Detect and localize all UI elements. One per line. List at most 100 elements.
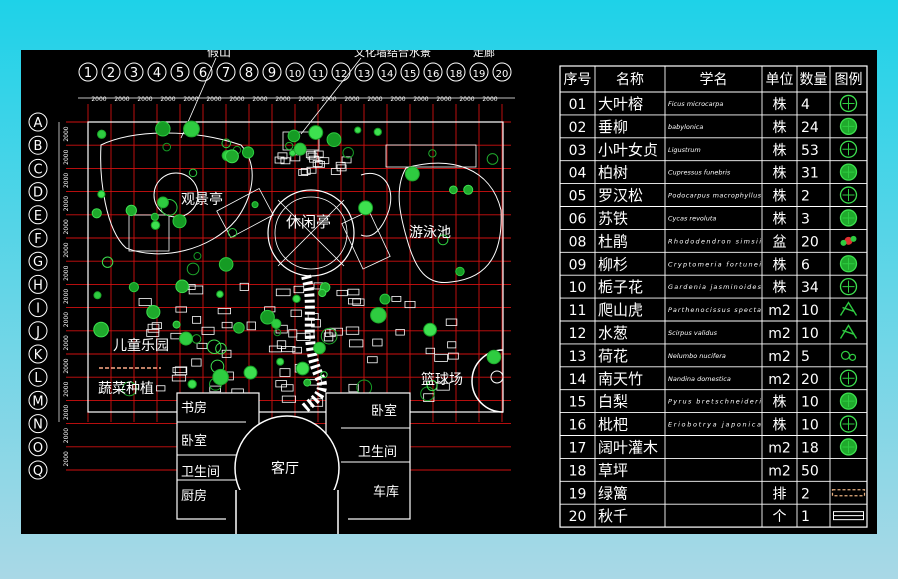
stepping-stone — [336, 164, 347, 172]
site-boundary — [87, 121, 504, 413]
legend-name: 小叶女贞 — [598, 141, 658, 159]
stepping-stone — [156, 385, 166, 392]
stepping-stone — [290, 309, 302, 318]
row-axis-label: K — [34, 348, 43, 363]
row-axis-bubble — [28, 112, 48, 132]
column-axis-bubble — [285, 62, 305, 82]
stepping-stone — [311, 319, 321, 328]
label-bedroom-left: 卧室 — [181, 433, 207, 449]
dimension-label: 2000 — [63, 265, 70, 280]
tree-symbol — [212, 368, 229, 386]
stepping-stone — [367, 356, 378, 364]
stepping-stone — [423, 393, 435, 402]
dimension-label: 2000 — [63, 289, 70, 304]
dimension-label: 2000 — [183, 96, 198, 103]
legend-unit: 株 — [773, 166, 787, 182]
tree-symbol — [191, 334, 202, 344]
legend-unit: m2 — [768, 303, 791, 319]
row-axis-label: F — [34, 232, 41, 247]
tree-symbol — [186, 262, 200, 276]
dimension-label: 2000 — [321, 96, 336, 103]
legend-unit: m2 — [768, 463, 791, 479]
planting-symbols — [91, 120, 502, 402]
label-corridor: 走廊 — [473, 50, 495, 59]
legend-unit: 株 — [773, 257, 787, 273]
column-axis-label: 15 — [404, 69, 417, 80]
column-axis-bubble — [124, 62, 144, 82]
row-axis-label: I — [36, 302, 40, 317]
stepping-stone — [292, 346, 302, 354]
tree-symbol — [358, 200, 374, 216]
legend-no: 03 — [569, 143, 587, 159]
tree-symbol — [308, 125, 324, 140]
tree-symbol — [146, 304, 161, 320]
legend-qty: 10 — [801, 395, 819, 411]
legend-qty: 24 — [801, 120, 819, 136]
column-axis-label: 18 — [450, 69, 463, 80]
column-axis-label: 7 — [222, 66, 230, 81]
stepping-stone — [196, 342, 208, 349]
swing-icon — [833, 511, 864, 521]
row-axis-label: E — [34, 209, 42, 224]
legend-no: 04 — [569, 166, 587, 182]
stepping-stone — [221, 321, 233, 329]
tree-symbol — [342, 146, 354, 159]
column-axis-label: 5 — [176, 66, 184, 81]
stepping-stone — [395, 329, 405, 336]
tree-symbol — [423, 322, 438, 337]
row-axis-bubble — [28, 437, 48, 457]
legend-qty: 3 — [801, 212, 810, 228]
dimension-label: 2000 — [63, 312, 70, 327]
tree-symbol — [428, 149, 437, 158]
legend-latin: Nandina domestica — [668, 375, 731, 383]
site-features — [87, 121, 504, 414]
legend-unit: 盆 — [773, 234, 787, 250]
tree-symbol — [243, 365, 258, 380]
leader-line — [300, 57, 362, 135]
tree-symbol — [172, 214, 187, 229]
stepping-stones — [138, 150, 459, 407]
stepping-stone — [434, 353, 448, 362]
legend-qty: 20 — [801, 234, 819, 250]
legend-no: 15 — [569, 395, 587, 411]
label-bedroom-right: 卧室 — [371, 403, 397, 419]
legend-no: 11 — [569, 303, 587, 319]
legend-latin: Podocarpus macrophyllus — [668, 192, 762, 200]
tree-symbol — [373, 127, 382, 137]
column-axis-bubble — [469, 62, 489, 82]
tree-symbol — [463, 184, 474, 195]
dimension-label: 2000 — [63, 358, 70, 373]
dimension-label: 2000 — [390, 96, 405, 103]
stepping-stone — [310, 398, 324, 407]
dimension-label: 2000 — [459, 96, 474, 103]
legend-no: 19 — [569, 486, 587, 502]
dimension-label: 2000 — [63, 149, 70, 164]
legend-name: 南天竹 — [598, 370, 643, 388]
label-kitchen: 厨房 — [181, 488, 207, 504]
stepping-stone — [341, 156, 352, 164]
legend-name: 爬山虎 — [598, 301, 643, 319]
cycad-icon — [839, 209, 858, 227]
dimension-label: 2000 — [137, 96, 152, 103]
tree-symbol — [437, 234, 449, 246]
tree-symbol — [225, 149, 239, 164]
row-axis-label: A — [34, 116, 43, 131]
label-living: 客厅 — [271, 460, 299, 477]
shrub-icon — [839, 140, 858, 158]
stepping-stone — [175, 306, 187, 313]
tree-symbol — [320, 371, 328, 379]
tree-symbol — [121, 381, 137, 397]
dimension-label: 2000 — [63, 242, 70, 257]
tree-symbol — [172, 320, 181, 329]
tree-symbol — [303, 378, 312, 387]
row-axis-bubble — [28, 251, 48, 271]
stepping-stone — [305, 151, 316, 159]
legend-no: 10 — [569, 280, 587, 296]
row-axis-label: L — [34, 371, 42, 386]
row-axis-bubble — [28, 228, 48, 248]
legend-qty: 6 — [801, 257, 810, 273]
tree-symbol — [218, 257, 234, 272]
tree-symbol — [426, 380, 438, 392]
pear-icon — [839, 392, 858, 410]
